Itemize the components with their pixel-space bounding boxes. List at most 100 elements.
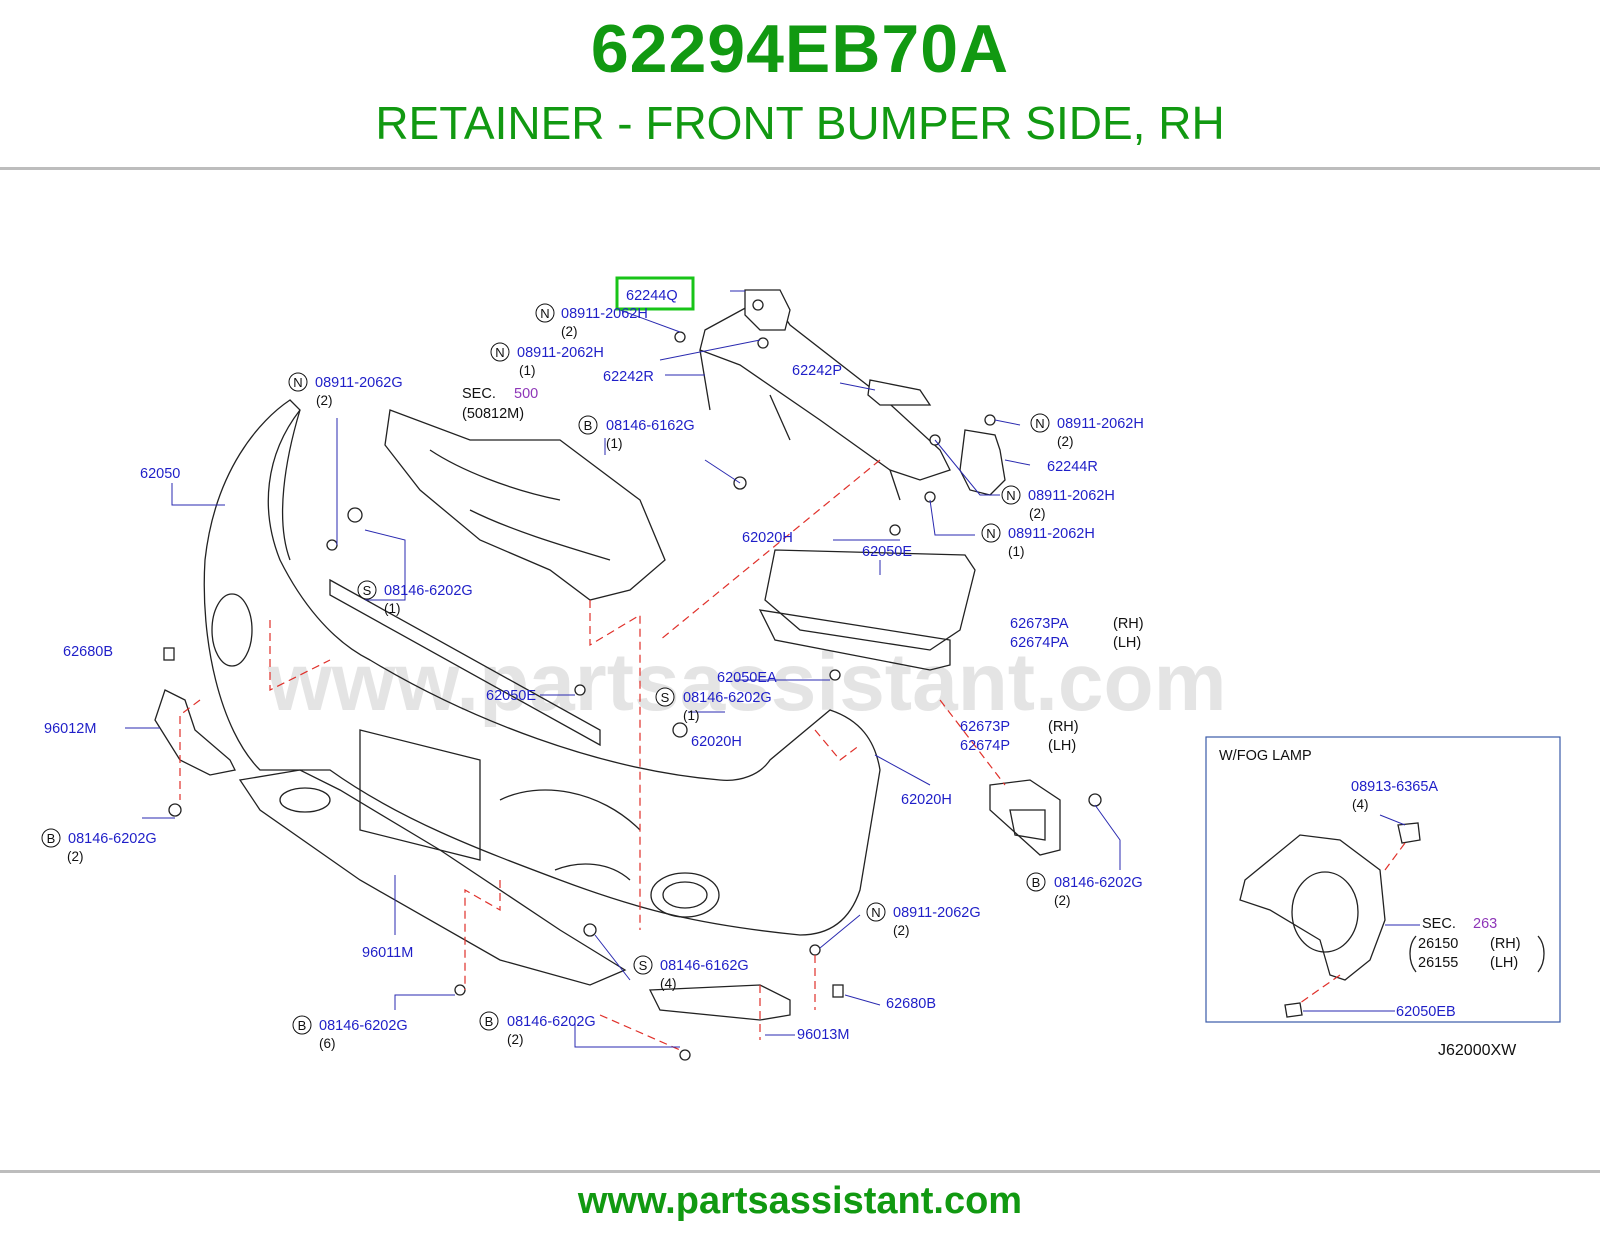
svg-text:N: N — [293, 375, 302, 390]
header-divider — [0, 167, 1600, 170]
label-62680b-a[interactable]: 62680B — [63, 644, 113, 660]
side-rh: (RH) — [1113, 616, 1144, 632]
label-08146-6202g-c[interactable]: 08146-6202G — [68, 831, 157, 847]
label-62050ea[interactable]: 62050EA — [717, 670, 777, 686]
bracket-62244r — [959, 429, 1006, 496]
svg-text:B: B — [485, 1014, 494, 1029]
qty: (1) — [606, 436, 623, 451]
label-08146-6202g-a[interactable]: 08146-6202G — [384, 583, 473, 599]
label-08911-2062g-b[interactable]: 08911-2062G — [893, 905, 981, 921]
parts-diagram: www.partsassistant.com — [41, 276, 1561, 1061]
qty: (2) — [893, 923, 910, 938]
label-08146-6162g-b[interactable]: 08146-6162G — [660, 958, 749, 974]
bracket-96012m — [154, 689, 236, 776]
label-62050e-b[interactable]: 62050E — [486, 688, 536, 704]
label-62674pa[interactable]: 62674PA — [1010, 635, 1069, 651]
section-part: (50812M) — [462, 406, 524, 422]
label-08913-6365a[interactable]: 08913-6365A — [1351, 779, 1438, 795]
svg-text:S: S — [661, 690, 670, 705]
label-08911-2062h-d[interactable]: 08911-2062H — [1028, 488, 1115, 504]
label-96011m[interactable]: 96011M — [362, 945, 413, 961]
fasteners — [163, 331, 1102, 1061]
label-08911-2062h-e[interactable]: 08911-2062H — [1008, 526, 1095, 542]
svg-text:B: B — [584, 418, 593, 433]
fog-lamp-title: W/FOG LAMP — [1219, 748, 1312, 764]
label-62020h-c[interactable]: 62020H — [901, 792, 952, 808]
side-lh: (LH) — [1113, 635, 1141, 651]
bracket-right — [1537, 935, 1545, 973]
diagram-code: J62000XW — [1438, 1042, 1517, 1059]
qty: (2) — [316, 393, 333, 408]
circled-letters: N N N B N N N S S B B N S B B N — [41, 303, 1344, 1035]
footer-divider — [0, 1170, 1600, 1173]
label-62673p[interactable]: 62673P — [960, 719, 1010, 735]
label-96013m[interactable]: 96013M — [797, 1027, 849, 1043]
fog-lamp-lens — [1291, 871, 1359, 953]
label-62050[interactable]: 62050 — [140, 466, 180, 482]
section-ref: SEC. — [1422, 916, 1456, 932]
label-08911-2062h-a[interactable]: 08911-2062H — [561, 306, 648, 322]
section-263-link[interactable]: 263 — [1473, 916, 1497, 932]
qty: (1) — [384, 601, 401, 616]
highlighted-part-box — [615, 276, 695, 311]
qty: (2) — [1057, 434, 1074, 449]
fog-lamp-retainer — [1284, 1002, 1303, 1018]
svg-text:B: B — [298, 1018, 307, 1033]
qty: (1) — [1008, 544, 1025, 559]
label-62242r[interactable]: 62242R — [603, 369, 654, 385]
watermark: www.partsassistant.com — [267, 637, 1227, 728]
svg-text:N: N — [1006, 488, 1015, 503]
label-26150[interactable]: 26150 — [1418, 936, 1458, 952]
qty: (4) — [1352, 797, 1369, 812]
label-62020h-a[interactable]: 62020H — [742, 530, 793, 546]
label-62244q[interactable]: 62244Q — [626, 288, 678, 304]
label-62673pa[interactable]: 62673PA — [1010, 616, 1069, 632]
footer-url[interactable]: www.partsassistant.com — [577, 1180, 1023, 1222]
fog-lamp-housing — [1239, 834, 1386, 981]
label-62020h-b[interactable]: 62020H — [691, 734, 742, 750]
lower-cover-96011m — [238, 769, 627, 986]
svg-text:S: S — [639, 958, 648, 973]
qty: (2) — [1029, 506, 1046, 521]
label-26155[interactable]: 26155 — [1418, 955, 1458, 971]
label-62242p[interactable]: 62242P — [792, 363, 842, 379]
qty: (4) — [660, 976, 677, 991]
qty: (1) — [683, 708, 700, 723]
svg-text:N: N — [495, 345, 504, 360]
svg-text:N: N — [986, 526, 995, 541]
qty: (6) — [319, 1036, 336, 1051]
qty: (1) — [519, 363, 536, 378]
bumper-fascia — [203, 399, 881, 936]
section-ref: SEC. — [462, 386, 496, 402]
label-62244r[interactable]: 62244R — [1047, 459, 1098, 475]
label-08911-2062h-c[interactable]: 08911-2062H — [1057, 416, 1144, 432]
label-08146-6162g-a[interactable]: 08146-6162G — [606, 418, 695, 434]
label-62050eb[interactable]: 62050EB — [1396, 1004, 1456, 1020]
label-62674p[interactable]: 62674P — [960, 738, 1010, 754]
label-08146-6202g-d[interactable]: 08146-6202G — [1054, 875, 1143, 891]
label-62680b-b[interactable]: 62680B — [886, 996, 936, 1012]
side-lh: (LH) — [1490, 955, 1518, 971]
svg-text:N: N — [871, 905, 880, 920]
fog-lamp-inset: W/FOG LAMP 08913-6365A (4) SEC. 263 2615… — [1205, 736, 1561, 1023]
reinforcement-62242r — [699, 289, 951, 501]
label-96012m[interactable]: 96012M — [44, 721, 96, 737]
label-08146-6202g-e[interactable]: 08146-6202G — [319, 1018, 408, 1034]
label-08911-2062g-a[interactable]: 08911-2062G — [315, 375, 403, 391]
side-retainer-62673pa — [758, 549, 976, 671]
label-08146-6202g-b[interactable]: 08146-6202G — [683, 690, 772, 706]
label-62050e-a[interactable]: 62050E — [862, 544, 912, 560]
svg-text:N: N — [1035, 416, 1044, 431]
bracket-left — [1409, 935, 1417, 973]
qty: (2) — [67, 849, 84, 864]
side-rh: (RH) — [1490, 936, 1521, 952]
section-500-link[interactable]: 500 — [514, 386, 538, 402]
label-08146-6202g-f[interactable]: 08146-6202G — [507, 1014, 596, 1030]
part-description: RETAINER - FRONT BUMPER SIDE, RH — [375, 97, 1225, 149]
label-08911-2062h-b[interactable]: 08911-2062H — [517, 345, 604, 361]
svg-text:B: B — [1032, 875, 1041, 890]
bracket-62673p — [989, 779, 1061, 856]
leader-lines — [125, 290, 1121, 1048]
svg-text:S: S — [363, 583, 372, 598]
qty: (2) — [1054, 893, 1071, 908]
